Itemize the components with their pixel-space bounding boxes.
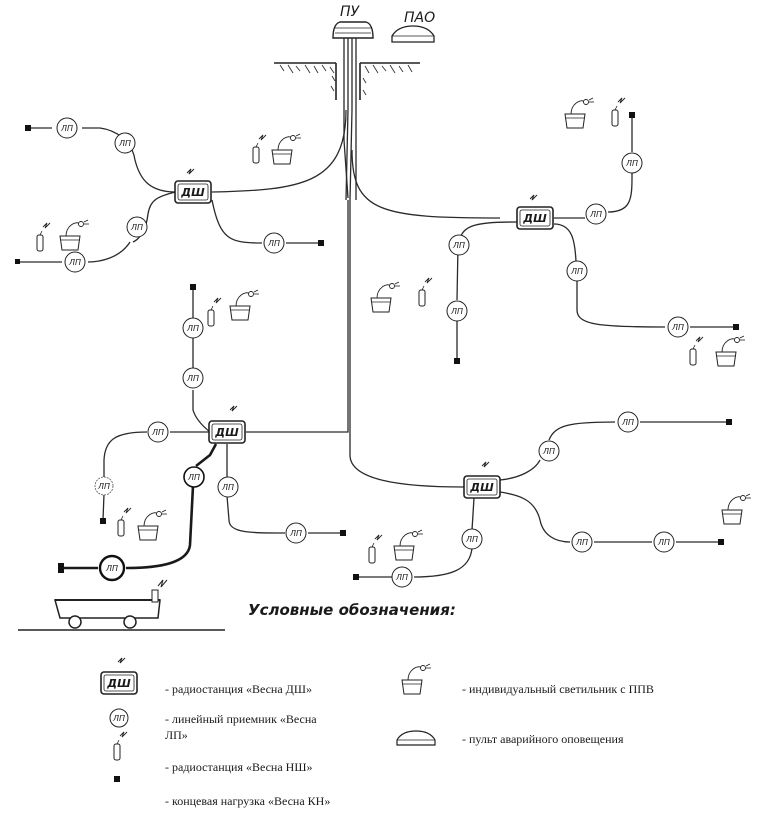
svg-text:ЛП: ЛП [289,529,302,538]
lp-receiver: ЛП [182,367,204,389]
svg-text:ЛП: ЛП [151,428,164,437]
svg-text:ЛП: ЛП [105,564,118,573]
legend-symbol-dsh: ДШ [100,657,138,695]
svg-text:ДШ: ДШ [106,677,131,690]
lp-receiver: ЛП [448,234,470,256]
svg-text:ЛП: ЛП [657,538,670,547]
lp-receiver: ЛП [621,152,643,174]
svg-text:ДШ: ДШ [180,186,205,199]
legend-pao-text: - пульт аварийного оповещения [462,732,624,746]
pu-label: ПУ [340,4,361,20]
legend-lamp-text: - индивидуальный светильник с ППВ [462,682,654,696]
svg-text:ЛП: ЛП [186,324,199,333]
legend-symbol-pao [396,730,436,746]
svg-text:ЛП: ЛП [621,418,634,427]
lp-receiver: ЛП [566,260,588,282]
cable-network [18,109,735,578]
lp-receiver: ЛП [94,476,114,496]
svg-text:ЛП: ЛП [542,447,555,456]
svg-text:ЛП: ЛП [625,159,638,168]
legend-symbol-lamp [401,663,432,695]
svg-text:ЛП: ЛП [450,307,463,316]
legend-symbol-lp: ЛП [109,708,129,728]
dsh-unit-right: ДШ [516,194,554,230]
lp-receiver: ЛП [653,531,675,553]
lp-receiver: ЛП [263,232,285,254]
svg-text:ЛП: ЛП [465,535,478,544]
pao-panel [391,25,435,43]
lp-receiver: ЛП [126,216,148,238]
mine-cart [18,579,225,631]
svg-text:ЛП: ЛП [118,139,131,148]
lp-receiver: ЛП [391,566,413,588]
pao-label: ПАО [404,10,435,26]
dsh-unit-bottom-right: ДШ [463,461,501,499]
svg-text:ДШ: ДШ [522,212,547,225]
svg-text:ДШ: ДШ [214,426,239,439]
lp-receiver: ЛП [56,117,78,139]
svg-text:ЛП: ЛП [452,241,465,250]
lp-receiver: ЛП [585,203,607,225]
svg-text:ЛП: ЛП [221,483,234,492]
lp-receiver: ЛП [64,251,86,273]
svg-text:ЛП: ЛП [267,239,280,248]
lp-receiver: ЛП [114,132,136,154]
svg-text:ДШ: ДШ [469,481,494,494]
svg-text:ЛП: ЛП [187,473,200,482]
lp-receiver: ЛП [538,440,560,462]
pu-console [332,21,374,39]
individual-lamps [59,97,752,561]
lp-receiver: ЛП [217,476,239,498]
svg-text:ЛП: ЛП [589,210,602,219]
svg-text:ЛП: ЛП [112,714,125,723]
legend-kn-text: - концевая нагрузка «Весна КН» [165,794,330,808]
dsh-unit-top-left: ДШ [174,168,212,204]
ground-surface [274,62,420,100]
svg-text:ЛП: ЛП [671,323,684,332]
svg-text:ЛП: ЛП [60,124,73,133]
svg-text:ЛП: ЛП [97,482,110,491]
lp-receiver: ЛП [446,300,468,322]
lp-receiver: ЛП [183,466,205,488]
lp-receiver: ЛП [147,421,169,443]
legend-nsh-text: - радиостанция «Весна НШ» [165,760,312,774]
lp-receiver: ЛП [461,528,483,550]
lp-receiver: ЛП [667,316,689,338]
legend-dsh-text: - радиостанция «Весна ДШ» [165,682,312,696]
svg-text:ЛП: ЛП [130,223,143,232]
lp-receiver: ЛП [285,522,307,544]
svg-text:ЛП: ЛП [68,258,81,267]
dsh-unit-middle-left: ДШ [208,405,246,444]
svg-text:ЛП: ЛП [395,573,408,582]
legend-title: Условные обозначения: [248,601,456,619]
legend-symbol-kn [114,776,120,782]
lp-receivers: ЛП ЛП ЛП ЛП ЛП ЛП ЛП ЛП ЛП ЛП ЛП ЛП ЛП Л… [56,117,689,588]
lp-receiver: ЛП [182,317,204,339]
legend-lp-text-line2: ЛП» [165,728,188,742]
terminal-loads [15,112,739,580]
svg-text:ЛП: ЛП [575,538,588,547]
shaft-cable-bundle [343,38,357,201]
legend-lp-text-line1: - линейный приемник «Весна [165,712,317,726]
svg-text:ЛП: ЛП [186,374,199,383]
lp-receiver: ЛП [98,554,126,582]
lp-receiver: ЛП [617,411,639,433]
lp-receiver: ЛП [571,531,593,553]
svg-text:ЛП: ЛП [570,267,583,276]
legend-symbol-nsh [113,731,128,761]
